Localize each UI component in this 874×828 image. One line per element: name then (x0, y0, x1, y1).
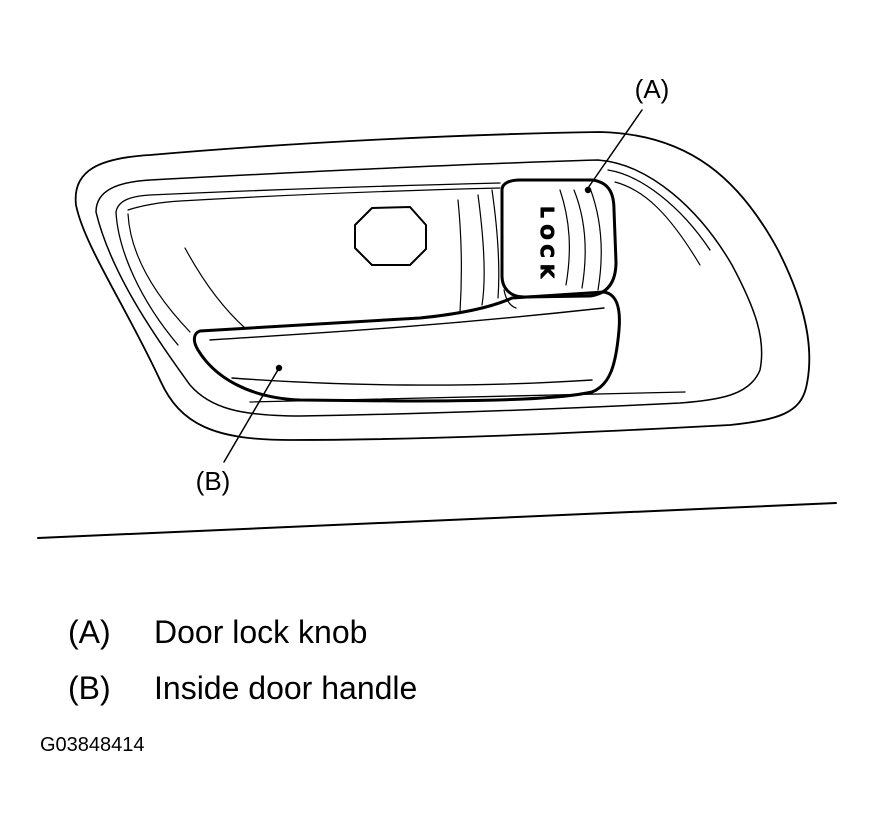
callout-b-dot (275, 364, 283, 372)
door-trim-line (37, 502, 837, 539)
figure-id: G03848414 (40, 734, 145, 756)
legend-row-a: (A) Door lock knob (68, 612, 768, 668)
door-handle-lever-outline (192, 290, 621, 403)
recess-depth-line-left (115, 211, 179, 346)
lock-knob-outline (500, 178, 618, 299)
legend-description-a: Door lock knob (154, 614, 368, 650)
recess-depth-line-right-2 (614, 181, 701, 266)
callout-a-leader (587, 109, 643, 189)
cavity-grip-line-3 (491, 189, 500, 299)
lock-letter-l: L (536, 206, 557, 217)
recess-depth-line-left-inner (127, 187, 501, 211)
door-handle-lever-bottom-edge (231, 377, 593, 386)
housing-outer-bezel (74, 131, 811, 441)
callout-b-label: (B) (196, 466, 231, 496)
door-handle-illustration: L O C K (A) (B) (37, 74, 837, 539)
recess-depth-line-right (607, 169, 711, 251)
lock-letter-k: K (536, 264, 557, 279)
housing-recess-outline (95, 159, 763, 417)
door-handle-lever-top-edge (209, 307, 605, 341)
cavity-grip-line-2 (477, 194, 485, 306)
legend-key-b: (B) (68, 670, 111, 706)
lock-knob-ridge-1 (559, 189, 570, 286)
callout-a-dot (584, 186, 592, 194)
recess-depth-line-top (115, 182, 501, 213)
lock-knob-ridge-3 (589, 187, 602, 291)
legend: (A) Door lock knob (B) Inside door handl… (68, 612, 768, 724)
lock-letter-o: O (536, 224, 557, 239)
lock-letter-c: C (536, 244, 557, 257)
cavity-grip-line-1 (457, 199, 462, 313)
lock-knob-ridge-2 (573, 189, 586, 289)
legend-row-b: (B) Inside door handle (68, 668, 768, 724)
cavity-line (184, 247, 246, 329)
legend-description-b: Inside door handle (154, 670, 418, 706)
door-handle-knob-shadow (503, 289, 517, 309)
screw-cover-octagon (354, 206, 427, 266)
callout-a-label: (A) (635, 74, 670, 104)
legend-key-a: (A) (68, 614, 111, 650)
recess-depth-line-left-2 (127, 213, 191, 333)
callout-b-leader (223, 367, 280, 463)
